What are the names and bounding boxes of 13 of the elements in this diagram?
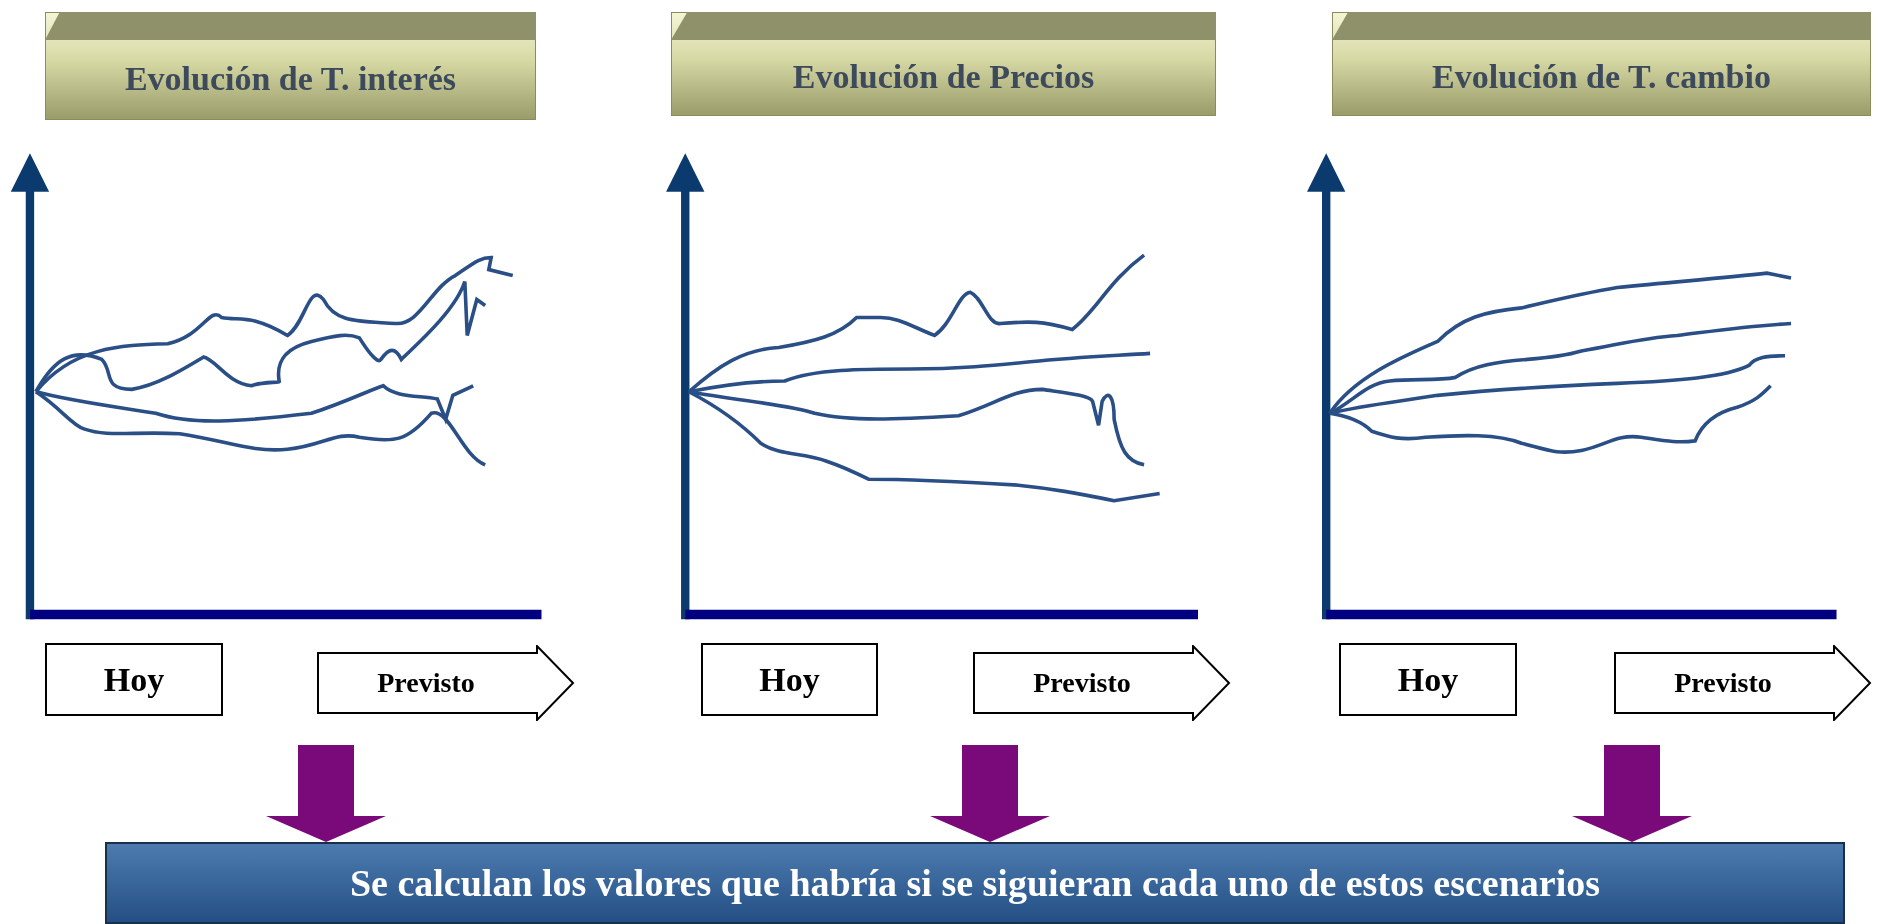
header-bar: Evolución de Precios	[671, 12, 1216, 116]
arrow-label: Previsto	[317, 645, 575, 721]
label-box: Hoy	[1339, 643, 1517, 716]
summary-banner: Se calculan los valores que habría si se siguieran cada uno de estos escenarios	[105, 842, 1845, 924]
block-arrow	[266, 745, 386, 842]
arrow-label: Previsto	[973, 645, 1231, 721]
label-box: Hoy	[701, 643, 878, 716]
block-arrow	[1572, 745, 1692, 842]
label-box: Hoy	[45, 643, 223, 716]
header-bar: Evolución de T. interés	[45, 12, 536, 120]
arrow-label: Previsto	[1614, 645, 1872, 721]
header-bar: Evolución de T. cambio	[1332, 12, 1871, 116]
block-arrow	[930, 745, 1050, 842]
